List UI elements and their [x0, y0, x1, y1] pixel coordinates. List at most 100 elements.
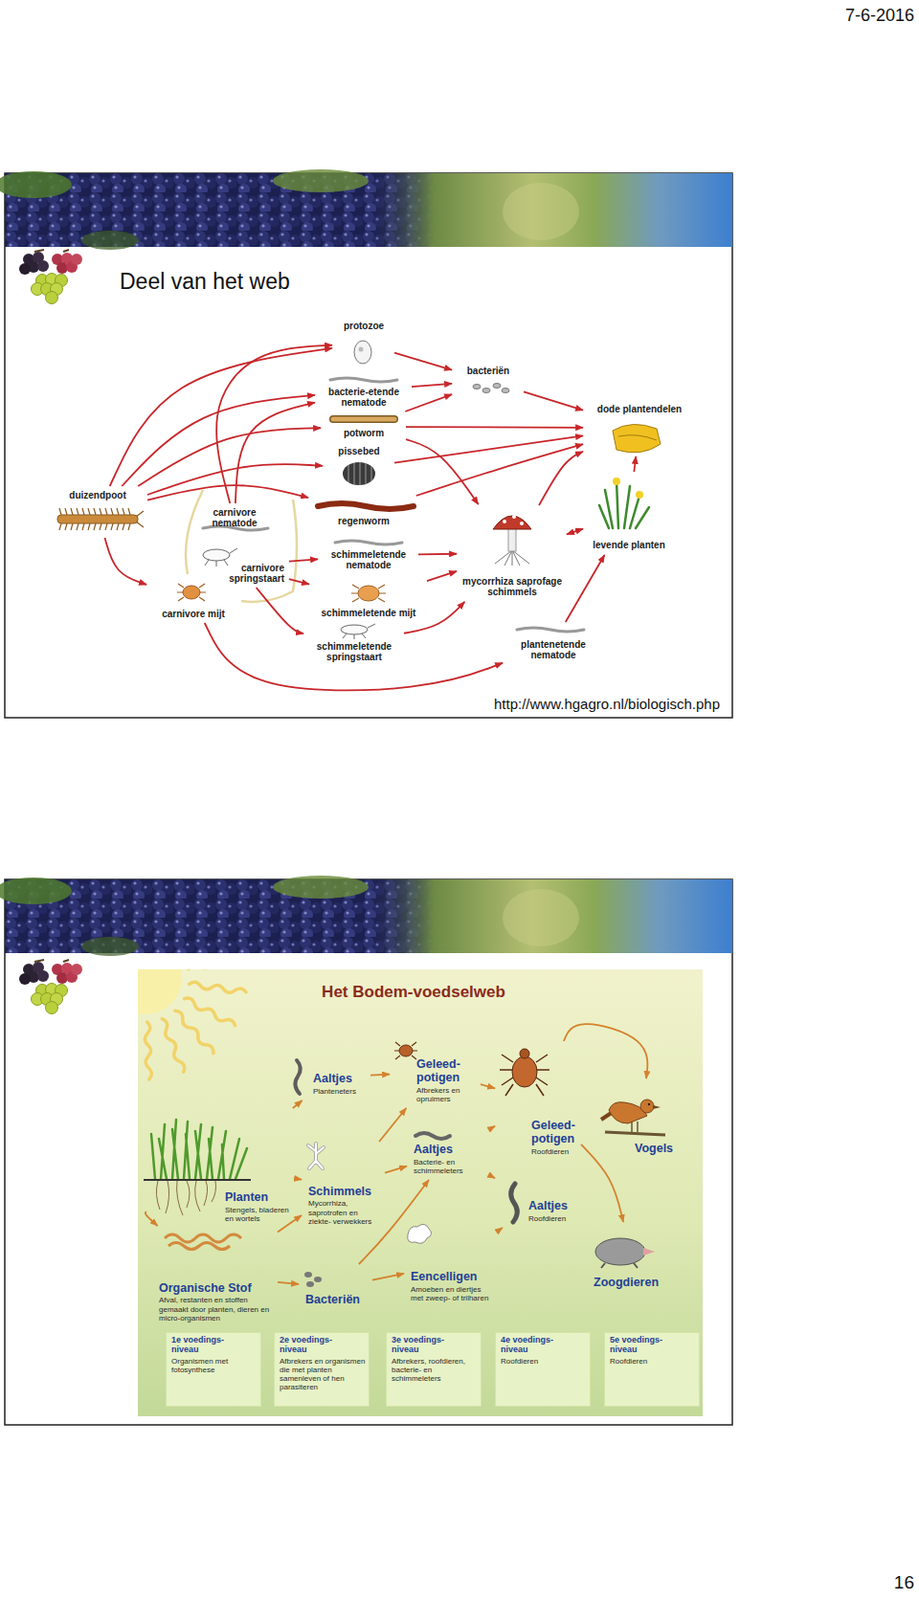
web-pictures [151, 1120, 247, 1180]
level-box: 5e voedings- niveauRoofdieren [604, 1332, 700, 1408]
organism-pictures [335, 540, 403, 545]
web-pictures [399, 1045, 413, 1057]
organism-pictures [182, 585, 201, 600]
web-pictures [595, 1238, 646, 1266]
organism-pictures [472, 384, 481, 390]
organism-pictures [358, 585, 380, 602]
node-note: Planteneters [313, 1087, 357, 1097]
web-pictures [643, 1248, 655, 1256]
organism-pictures [519, 521, 524, 526]
sun-picture [137, 969, 247, 1080]
organism-pictures [204, 548, 238, 567]
food-arrow [418, 553, 457, 556]
food-arrow [426, 571, 457, 582]
node-label: Organische Stof [158, 1282, 252, 1297]
web-pictures [313, 1277, 322, 1283]
organism-node: regenworm [311, 497, 417, 529]
web-pictures [143, 1179, 251, 1182]
food-arrow [490, 1175, 495, 1179]
organism-pictures [501, 388, 510, 394]
node-label: protozoe [343, 320, 384, 332]
slide-frame [0, 875, 733, 957]
sun-picture [158, 1018, 186, 1075]
organism-pictures [635, 491, 644, 499]
web-node: Geleed- potigenAfbrekers en opruimers [392, 1038, 479, 1106]
organism-pictures [340, 625, 368, 635]
node-label: levende planten [592, 539, 666, 551]
node-note: Roofdieren [531, 1147, 569, 1157]
organism-pictures [354, 340, 372, 364]
organism-pictures [618, 435, 657, 441]
food-arrow [256, 587, 304, 634]
food-arrow [405, 439, 479, 505]
node-label: potworm [343, 427, 384, 439]
food-arrow [538, 451, 583, 506]
node-label: Geleed- potigen [531, 1120, 577, 1147]
web-node: AaltjesRoofdieren [497, 1179, 580, 1226]
food-arrow [404, 394, 452, 412]
slide-frame [4, 173, 733, 718]
node-label: Bacteriën [305, 1294, 360, 1308]
food-arrow [563, 1024, 649, 1079]
web-pictures [407, 1224, 432, 1244]
web-pictures [652, 1105, 661, 1110]
node-label: 5e voedings- niveau [609, 1335, 673, 1356]
web-node: Geleed- potigenRoofdieren [497, 1043, 580, 1159]
organism-node: bacteriën [454, 363, 522, 399]
web-pictures [308, 1143, 324, 1169]
web-pictures [164, 1234, 242, 1251]
organism-pictures [348, 462, 372, 486]
level-box: 1e voedings- niveauOrganismen met fotosy… [165, 1332, 262, 1408]
food-arrow [137, 427, 321, 487]
food-arrow [411, 383, 452, 387]
edge-group [104, 345, 648, 1285]
food-arrow [370, 1075, 390, 1076]
web-pictures [631, 1121, 638, 1133]
slide-frame [19, 960, 83, 1015]
organism-pictures [333, 415, 395, 424]
node-label: pissebed [337, 446, 380, 457]
food-arrow [147, 464, 323, 495]
node-label: Planten [224, 1191, 269, 1206]
organism-pictures [512, 515, 516, 519]
web-pictures [511, 1184, 518, 1223]
sun-picture [137, 969, 182, 1015]
page-label: http://www.hgagro.nl/biologisch.php [493, 695, 720, 713]
organism-pictures [342, 624, 376, 640]
organism-node: plantenetende nematode [505, 624, 602, 663]
node-label: plantenetende nematode [508, 639, 599, 661]
web-pictures [499, 1054, 550, 1097]
food-arrow [566, 529, 583, 536]
web-node: Organische StofAfval, restanten en stoff… [153, 1229, 276, 1325]
web-node: SchimmelsMycorrhiza, saprotrofen en ziek… [304, 1143, 383, 1229]
food-arrow [277, 1215, 302, 1233]
organism-node: carnivore mijt [149, 579, 238, 622]
food-arrow [394, 353, 452, 371]
organism-node: carnivore nematode [196, 505, 273, 537]
web-node: Bacteriën [301, 1266, 371, 1310]
node-note: Afbrekers en opruimers [416, 1086, 476, 1104]
food-arrow [394, 435, 583, 463]
node-label: duizendpoot [68, 490, 126, 501]
node-label: Zoogdieren [593, 1277, 659, 1291]
organism-pictures [493, 383, 501, 389]
organism-pictures [351, 584, 386, 603]
web-pictures [308, 1143, 324, 1169]
web-node: AaltjesPlanteneters [291, 1057, 369, 1099]
organism-node: dode plantendelen [585, 402, 694, 454]
organism-pictures [342, 462, 376, 486]
organism-pictures [508, 528, 516, 552]
web-pictures [415, 1133, 450, 1140]
web-pictures [143, 1042, 666, 1288]
node-note: Organismen met fotosynthese [171, 1357, 258, 1375]
level-box: 4e voedings- niveauRoofdieren [494, 1332, 591, 1408]
organism-pictures [177, 583, 206, 602]
web-node: Vogels [598, 1081, 685, 1159]
organism-node: levende planten [585, 473, 673, 553]
organism-pictures [493, 515, 532, 530]
node-note: Roofdieren [609, 1357, 648, 1367]
level-box: 3e voedings- niveauAfbrekers, roofdieren… [385, 1332, 482, 1408]
node-note: Mycorrhiza, saprotrofen en ziekte- verwe… [308, 1199, 381, 1227]
food-arrow [277, 1282, 299, 1285]
